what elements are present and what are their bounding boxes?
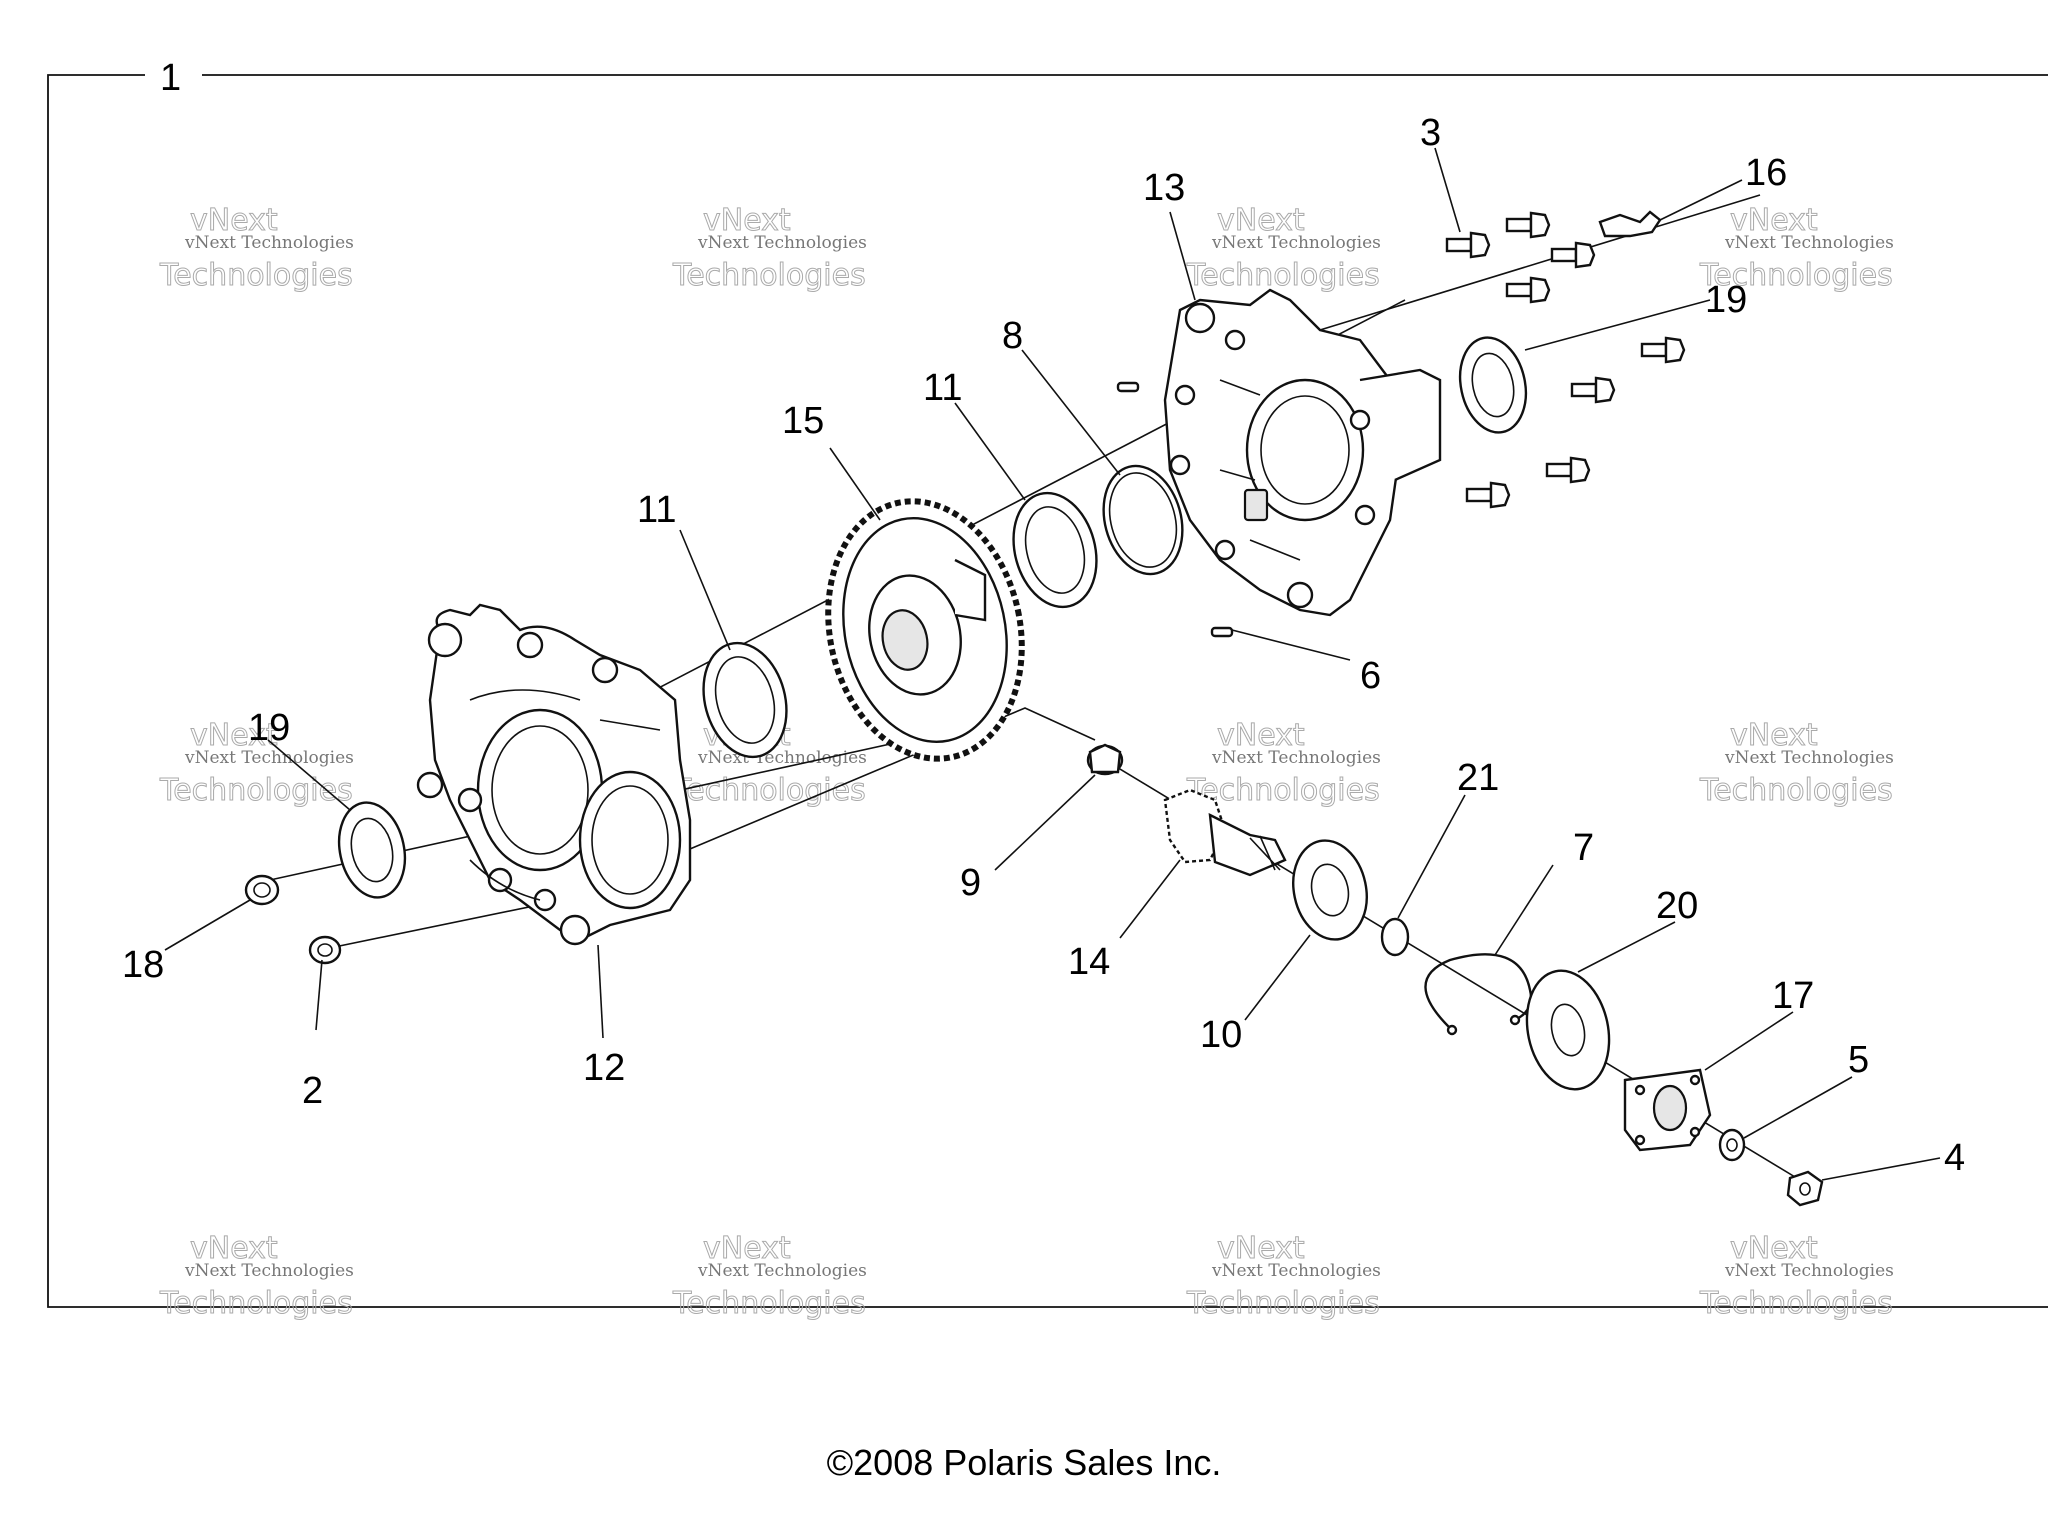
callout-11-left: 11 xyxy=(637,489,676,531)
svg-text:vNext: vNext xyxy=(190,1231,278,1266)
nut-part-4 xyxy=(1786,1170,1824,1207)
shim-part-8 xyxy=(1102,464,1184,576)
callout-13: 13 xyxy=(1143,167,1185,209)
callout-20: 20 xyxy=(1656,885,1698,927)
svg-text:vNext: vNext xyxy=(1730,718,1818,753)
callout-labels: 3 16 13 19 8 11 15 11 6 19 18 2 12 9 14 … xyxy=(122,112,1965,1179)
svg-text:Technologies: Technologies xyxy=(672,773,866,808)
bearing-part-11-left xyxy=(702,641,788,759)
bolts-part-3 xyxy=(1445,211,1686,509)
watermark: vNext vNext Technologies Technologies xyxy=(159,203,354,294)
callout-3: 3 xyxy=(1420,112,1441,154)
svg-text:Technologies: Technologies xyxy=(1186,1286,1380,1321)
sleeve-part-9 xyxy=(1086,743,1124,776)
callout-12: 12 xyxy=(583,1047,625,1089)
snap-ring-part-7 xyxy=(1424,953,1533,1036)
svg-text:vNext Technologies: vNext Technologies xyxy=(1211,748,1381,768)
svg-text:vNext: vNext xyxy=(1217,203,1305,238)
svg-text:Technologies: Technologies xyxy=(159,1286,353,1321)
svg-text:Technologies: Technologies xyxy=(1186,773,1380,808)
frame-label: 1 xyxy=(160,57,181,99)
diagram-frame: 1 xyxy=(47,57,2048,1308)
left-housing-part-12 xyxy=(416,603,692,946)
svg-text:vNext Technologies: vNext Technologies xyxy=(1211,1261,1381,1281)
svg-text:vNext Technologies: vNext Technologies xyxy=(184,748,354,768)
right-housing-part-13 xyxy=(1163,288,1442,617)
plug-part-2 xyxy=(308,935,342,965)
callout-17: 17 xyxy=(1772,975,1814,1017)
watermark: vNext vNext Technologies Technologies xyxy=(672,203,867,294)
callout-18: 18 xyxy=(122,944,164,986)
svg-text:Technologies: Technologies xyxy=(1186,258,1380,293)
svg-text:vNext: vNext xyxy=(1217,718,1305,753)
svg-text:vNext: vNext xyxy=(190,203,278,238)
watermark: vNext vNext Technologies Technologies xyxy=(1699,203,1894,294)
svg-text:vNext Technologies: vNext Technologies xyxy=(1211,233,1381,253)
svg-text:Technologies: Technologies xyxy=(159,258,353,293)
seal-washer-part-20 xyxy=(1525,969,1611,1091)
pinion-shaft-part-14 xyxy=(1163,788,1287,877)
svg-text:vNext Technologies: vNext Technologies xyxy=(697,1261,867,1281)
callout-2: 2 xyxy=(302,1070,323,1112)
svg-text:vNext Technologies: vNext Technologies xyxy=(1724,233,1894,253)
svg-text:Technologies: Technologies xyxy=(1699,1286,1893,1321)
callout-9: 9 xyxy=(960,862,981,904)
watermarks: vNext vNext Technologies Technologies vN… xyxy=(159,203,1894,1322)
svg-text:vNext Technologies: vNext Technologies xyxy=(184,1261,354,1281)
watermark: vNext vNext Technologies Technologies xyxy=(1186,203,1381,294)
svg-text:vNext: vNext xyxy=(1730,203,1818,238)
leader-lines xyxy=(164,147,1941,1181)
svg-text:vNext: vNext xyxy=(703,1231,791,1266)
watermark: vNext vNext Technologies Technologies xyxy=(672,1231,867,1322)
callout-19-right: 19 xyxy=(1705,279,1747,321)
svg-text:vNext Technologies: vNext Technologies xyxy=(1724,1261,1894,1281)
svg-text:vNext: vNext xyxy=(1730,1231,1818,1266)
callout-8: 8 xyxy=(1002,315,1023,357)
svg-text:Technologies: Technologies xyxy=(1699,258,1893,293)
svg-text:vNext: vNext xyxy=(190,718,278,753)
callout-6: 6 xyxy=(1360,655,1381,697)
watermark: vNext vNext Technologies Technologies xyxy=(159,718,354,809)
callout-19-left: 19 xyxy=(248,707,290,749)
svg-text:Technologies: Technologies xyxy=(159,773,353,808)
dowel-pins-part-6 xyxy=(1116,381,1234,638)
washer-part-5 xyxy=(1718,1128,1746,1162)
watermark: vNext vNext Technologies Technologies xyxy=(1186,718,1381,809)
callout-10: 10 xyxy=(1200,1014,1242,1056)
plug-part-18 xyxy=(244,874,280,906)
callout-4: 4 xyxy=(1944,1137,1965,1179)
callout-5: 5 xyxy=(1848,1039,1869,1081)
callout-7: 7 xyxy=(1573,827,1594,869)
callout-21: 21 xyxy=(1457,757,1499,799)
svg-text:vNext Technologies: vNext Technologies xyxy=(697,748,867,768)
callout-16: 16 xyxy=(1745,152,1787,194)
seal-part-19-left xyxy=(337,801,407,899)
svg-text:Technologies: Technologies xyxy=(1699,773,1893,808)
bearing-part-10 xyxy=(1292,839,1368,941)
o-ring-part-21 xyxy=(1380,917,1410,957)
svg-text:vNext: vNext xyxy=(703,203,791,238)
copyright-text: ©2008 Polaris Sales Inc. xyxy=(827,1442,1222,1483)
callout-14: 14 xyxy=(1068,941,1110,983)
seal-part-19-right xyxy=(1458,336,1528,434)
vent-fitting-part-16 xyxy=(1598,210,1662,238)
flange-part-17 xyxy=(1623,1068,1712,1152)
callout-15: 15 xyxy=(782,400,824,442)
watermark: vNext vNext Technologies Technologies xyxy=(159,1231,354,1322)
svg-text:Technologies: Technologies xyxy=(672,1286,866,1321)
svg-text:vNext Technologies: vNext Technologies xyxy=(697,233,867,253)
svg-text:Technologies: Technologies xyxy=(672,258,866,293)
bearing-part-11-right xyxy=(1012,491,1098,609)
svg-text:vNext: vNext xyxy=(1217,1231,1305,1266)
watermark: vNext vNext Technologies Technologies xyxy=(1699,718,1894,809)
svg-text:vNext Technologies: vNext Technologies xyxy=(184,233,354,253)
svg-text:vNext Technologies: vNext Technologies xyxy=(1724,748,1894,768)
watermark: vNext vNext Technologies Technologies xyxy=(1186,1231,1381,1322)
callout-11-right: 11 xyxy=(923,367,962,409)
ring-gear-part-15 xyxy=(825,498,1025,762)
watermark: vNext vNext Technologies Technologies xyxy=(1699,1231,1894,1322)
